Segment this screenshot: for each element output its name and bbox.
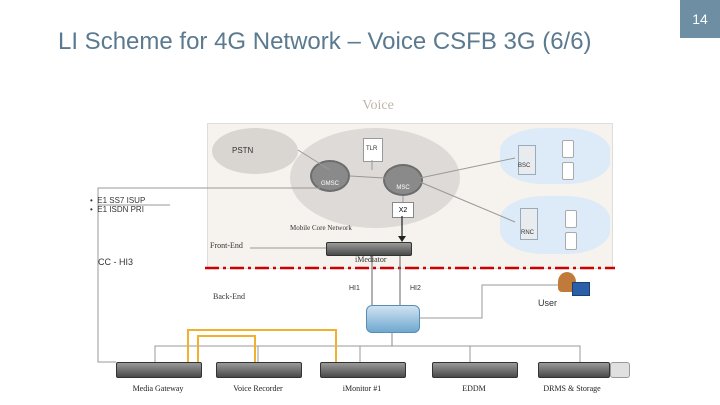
core-network-label: Mobile Core Network <box>290 224 352 232</box>
interface-bullet: • E1 ISDN PRI <box>90 205 144 214</box>
media-gateway-server-icon <box>116 362 202 378</box>
imonitor-server-icon <box>320 362 406 378</box>
bullet-text: E1 ISDN PRI <box>97 205 144 214</box>
back-end-label: Back-End <box>213 292 245 301</box>
user-label: User <box>538 298 558 308</box>
page-number: 14 <box>680 0 720 38</box>
laptop-icon <box>572 282 590 296</box>
interface-bullet: • E1 SS7 ISUP <box>90 196 146 205</box>
phone-icon <box>565 210 577 228</box>
hi2-label: HI2 <box>410 285 421 292</box>
server-label: Media Gateway <box>132 384 184 393</box>
voice-recorder-server-icon <box>216 362 302 378</box>
server-label: DRMS & Storage <box>543 384 601 393</box>
rnc-label: RNC <box>521 230 534 236</box>
imediator-server-icon <box>326 242 412 256</box>
phone-icon <box>565 232 577 250</box>
pstn-label: PSTN <box>232 146 254 155</box>
bsc-label: BSC <box>518 163 531 169</box>
hi1-label: HI1 <box>349 285 360 292</box>
server-label: EDDM <box>462 384 486 393</box>
server-label: iMonitor #1 <box>342 384 382 393</box>
phone-icon <box>562 162 574 180</box>
network-switch-icon <box>366 305 420 333</box>
tlr-box <box>363 138 383 162</box>
drms-server-icon <box>538 362 610 378</box>
imediator-label: iMediator <box>355 255 387 264</box>
bullet-text: E1 SS7 ISUP <box>97 196 146 205</box>
msc-router-icon: MSC <box>383 164 423 196</box>
x2-tag: X2 <box>392 202 414 218</box>
rnc-area <box>500 196 610 254</box>
server-label: Voice Recorder <box>233 384 283 393</box>
storage-icon <box>610 362 630 378</box>
bsc-tower-icon <box>518 145 536 175</box>
pstn-cloud <box>212 128 298 174</box>
phone-icon <box>562 140 574 158</box>
section-label: Voice <box>362 98 394 113</box>
rnc-tower-icon <box>520 208 538 240</box>
eddm-server-icon <box>432 362 518 378</box>
cc-hi3-label: CC - HI3 <box>98 257 134 267</box>
user-icon <box>558 272 576 292</box>
tlr-label: TLR <box>366 146 378 152</box>
slide-title: LI Scheme for 4G Network – Voice CSFB 3G… <box>58 28 592 55</box>
front-end-label: Front-End <box>210 241 243 250</box>
gmsc-router-icon: GMSC <box>310 160 350 192</box>
